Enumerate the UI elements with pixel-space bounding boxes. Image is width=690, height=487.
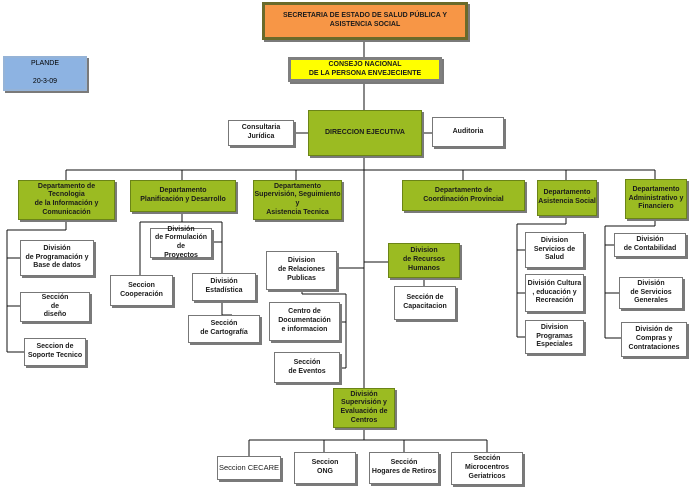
dept-planificacion-box: Departamento Planificación y Desarrollo (130, 180, 236, 212)
sec-cecare-box: Seccion CECARE (217, 456, 281, 480)
secretaria-box: SECRETARIA DE ESTADO DE SALUD PÚBLICA Y … (262, 2, 468, 40)
plande-stamp-title: PLANDE (30, 60, 59, 68)
dept-administrativo-box: Departamento Administrativo y Financiero (625, 179, 687, 219)
sec-eventos-box: Sección de Eventos (274, 352, 340, 383)
div-programacion-box: División de Programación y Base de datos (20, 240, 94, 276)
div-relaciones-box: Division de Relaciones Publicas (266, 251, 337, 290)
dept-coordinacion-box: Departamento de Coordinación Provincial (402, 180, 525, 211)
sec-capacitacion-box: Sección de Capacitacion (394, 286, 456, 320)
dept-asistencia-box: Departamento Asistencia Social (537, 180, 597, 216)
sec-hogares-box: Sección Hogares de Retiros (369, 452, 439, 484)
direccion-ejecutiva-box: DIRECCION EJECUTIVA (308, 110, 422, 156)
div-formulacion-box: División de Formulación de Proyectos (150, 226, 212, 259)
div-servicios-generales-box: División de Servicios Generales (619, 277, 683, 309)
div-programas-box: Division Programas Especiales (525, 320, 584, 354)
centro-documentacion-box: Centro de Documentación e informacion (269, 302, 340, 341)
sec-cartografia-box: Sección de Cartografía (188, 315, 260, 343)
div-cultura-box: División Cultura , educación y Recreació… (525, 274, 584, 312)
dept-supervision-box: Departamento Supervisión, Seguimiento y … (253, 180, 342, 220)
div-supervision-centros-box: División Supervisión y Evaluación de Cen… (333, 388, 395, 428)
div-contabilidad-box: División de Contabilidad (614, 233, 686, 257)
sec-cooperacion-box: Seccion Cooperación (110, 275, 173, 306)
auditoria-box: Auditoria (432, 117, 504, 147)
div-compras-box: División de Compras y Contrataciones (621, 322, 687, 357)
sec-microcentros-box: Sección Microcentros Geriatricos (451, 452, 523, 485)
consultaria-juridica-box: Consultaria Jurídica (228, 120, 294, 146)
plande-stamp: PLANDE 20-3-09 (3, 56, 87, 91)
dept-tecnologia-box: Departamento de Tecnologia de la Informa… (18, 180, 115, 220)
sec-diseno-box: Sección de diseño (20, 292, 90, 322)
sec-soporte-box: Seccion de Soporte Tecnico (24, 338, 86, 366)
div-estadistica-box: División Estadística (192, 273, 256, 301)
consejo-box: CONSEJO NACIONAL DE LA PERSONA ENVEJECIE… (288, 57, 442, 82)
div-rrhh-box: Division de Recursos Humanos (388, 243, 460, 278)
sec-ong-box: Seccion ONG (294, 452, 356, 484)
plande-stamp-date: 20-3-09 (32, 77, 58, 85)
div-servicios-salud-box: Division Servicios de Salud (525, 232, 584, 268)
